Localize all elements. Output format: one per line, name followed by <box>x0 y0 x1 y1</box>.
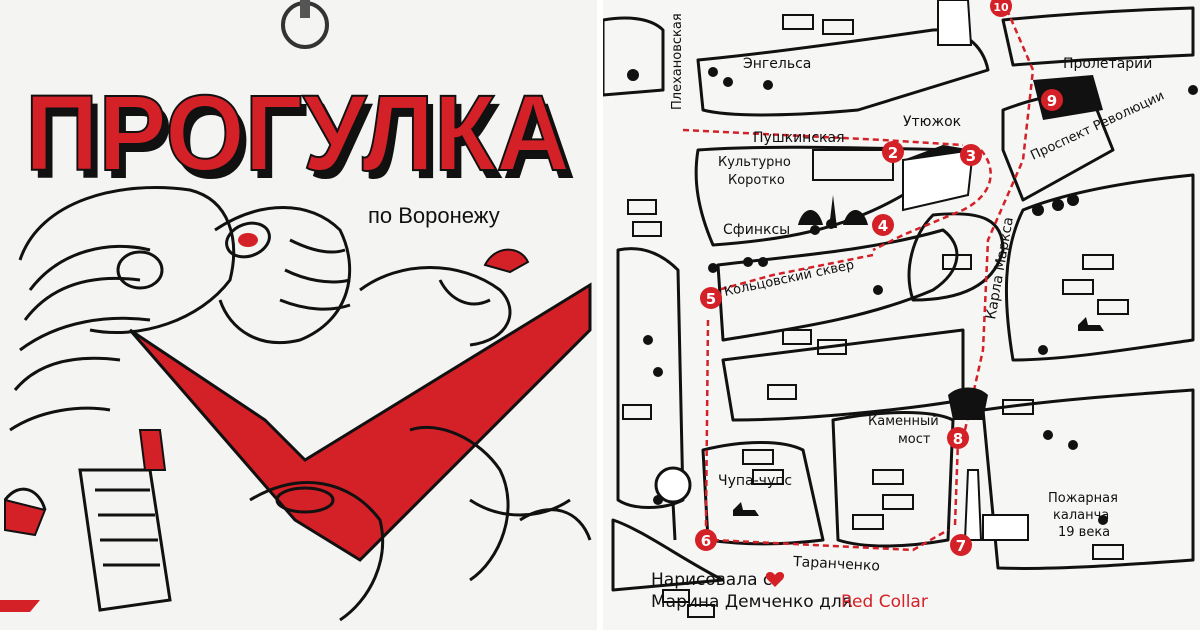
stop-number-5: 5 <box>706 290 716 308</box>
stop-marker-10 <box>990 0 1012 17</box>
label-sfinksy: Сфинксы <box>723 222 790 238</box>
stop-marker-8 <box>947 427 969 449</box>
street-pushkinskaya: Пушкинская <box>753 130 845 146</box>
map-illustration: Плехановская Энгельса Пушкинская Утюжок … <box>603 0 1198 618</box>
stop-marker-6 <box>695 529 717 551</box>
street-karla-marksa: Карла Маркса <box>983 216 1017 321</box>
street-taranchenko: Таранченко <box>792 554 881 575</box>
monument-icon <box>937 0 973 46</box>
bridge-icon <box>948 387 988 420</box>
stop-number-10: 10 <box>993 1 1009 14</box>
stop-marker-4 <box>872 214 894 236</box>
chupa-chups-icon <box>654 466 692 504</box>
credit-line-1: Нарисовала с <box>651 570 772 590</box>
label-kamenny-2: мост <box>898 432 931 447</box>
fire-tower-icon <box>963 469 983 541</box>
subtitle: по Воронежу <box>368 203 500 228</box>
route-path <box>682 11 1035 552</box>
stop-markers: 2 3 4 5 6 7 8 9 10 <box>695 0 1063 556</box>
red-chevron-shape <box>128 282 592 562</box>
fire-station-icon <box>982 514 1029 541</box>
stop-marker-2 <box>882 141 904 163</box>
credit-brand: Red Collar <box>841 592 928 612</box>
stop-marker-7 <box>950 534 972 556</box>
stop-number-7: 7 <box>956 537 966 555</box>
cups-icon <box>812 149 894 181</box>
stop-number-2: 2 <box>888 144 898 162</box>
stop-marker-5 <box>700 287 722 309</box>
landmark-icons <box>654 0 1104 541</box>
label-kalancha-1: Пожарная <box>1048 491 1118 506</box>
credit-line-2: Марина Демченко для <box>651 592 852 612</box>
red-cap <box>483 248 530 274</box>
houses <box>622 14 1129 618</box>
label-kamenny-1: Каменный <box>868 414 939 429</box>
stop-marker-9 <box>1041 89 1063 111</box>
cover-illustration <box>0 0 592 622</box>
chupa-stick <box>671 501 677 541</box>
label-kalancha-3: 19 века <box>1058 525 1110 540</box>
title-text: ПРОГУЛКА <box>25 72 570 193</box>
red-accent <box>238 233 258 247</box>
label-kalancha-2: каланча <box>1053 508 1109 523</box>
title-shadow: ПРОГУЛКА <box>31 80 576 200</box>
red-handle <box>138 429 167 471</box>
obelisk-icon <box>829 195 837 228</box>
sphinx-icon <box>843 210 868 225</box>
stop-number-8: 8 <box>953 430 963 448</box>
street-plekhanovskaya: Плехановская <box>670 13 685 110</box>
red-shoe <box>4 498 47 537</box>
stop-number-6: 6 <box>701 532 711 550</box>
panel-divider <box>597 0 603 630</box>
map-panel: Плехановская Энгельса Пушкинская Утюжок … <box>603 0 1200 630</box>
label-kulturno-1: Культурно <box>718 155 791 170</box>
title-logo: ПРОГУЛКА ПРОГУЛКА <box>25 71 576 200</box>
cover-panel: ПРОГУЛКА ПРОГУЛКА по Воронежу <box>0 0 597 630</box>
heart-icon <box>765 572 785 587</box>
stop-number-9: 9 <box>1047 92 1057 110</box>
character-outlines <box>3 186 592 622</box>
building-roof-icon <box>903 145 973 160</box>
label-proletariy: Пролетарий <box>1063 56 1152 72</box>
dog-icon <box>1078 317 1104 331</box>
label-kulturno-2: Коротко <box>728 173 785 188</box>
street-utyuzhok: Утюжок <box>903 114 961 130</box>
cat-icon <box>733 502 759 516</box>
binder-clip <box>300 0 310 18</box>
label-koltsovsky: Кольцовский сквер <box>723 258 856 300</box>
stop-marker-3 <box>960 144 982 166</box>
label-chupa: Чупа-чупс <box>718 473 792 489</box>
red-mark <box>0 600 40 612</box>
stop-number-4: 4 <box>878 217 888 235</box>
stop-number-3: 3 <box>966 147 976 165</box>
sphinx-icon <box>798 210 823 225</box>
street-engelsa: Энгельса <box>743 56 811 72</box>
